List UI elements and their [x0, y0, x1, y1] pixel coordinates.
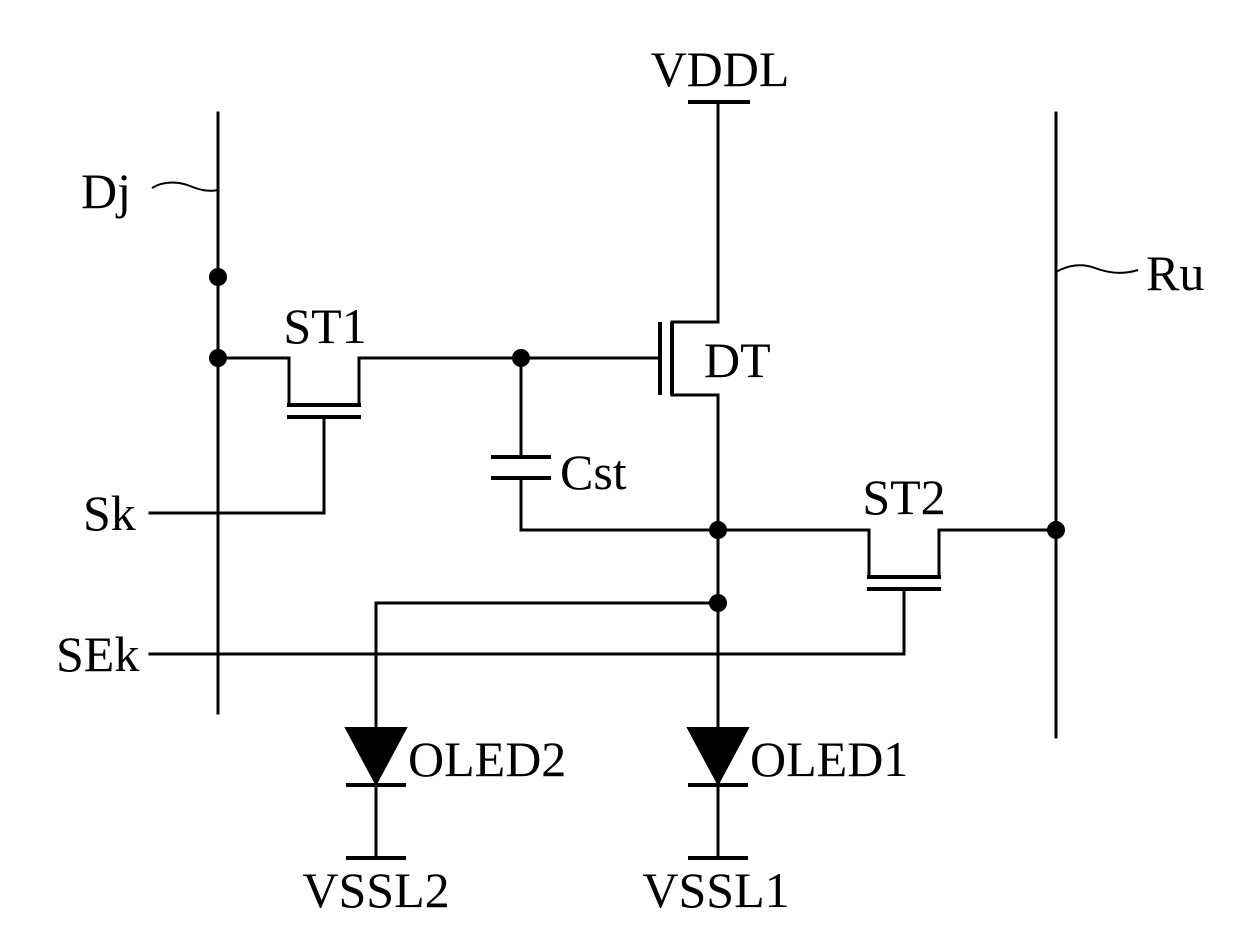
oled2-branch-wire: [376, 603, 718, 728]
label-oled2: OLED2: [408, 731, 566, 787]
label-vssl1: VSSL1: [642, 862, 789, 918]
oled1-diode-symbol: [688, 728, 748, 784]
st2-gate-wire: [150, 589, 904, 654]
label-st1: ST1: [283, 298, 366, 354]
label-cst: Cst: [560, 444, 627, 500]
junction-dot-ru: [1047, 521, 1065, 539]
label-dj: Dj: [81, 163, 131, 219]
label-sek: SEk: [56, 626, 139, 682]
label-oled1: OLED1: [750, 731, 908, 787]
oled2-diode-symbol: [346, 728, 406, 784]
st1-drain-to-gate-node: [359, 358, 521, 405]
junction-dot-dj-top: [209, 268, 227, 286]
label-dt: DT: [704, 332, 771, 388]
dj-leader: [152, 183, 218, 191]
dt-source: [672, 395, 718, 530]
label-ru: Ru: [1146, 245, 1204, 301]
label-vddl: VDDL: [651, 41, 790, 97]
label-st2: ST2: [862, 469, 945, 525]
st1-source-drain: [218, 358, 289, 405]
label-vssl2: VSSL2: [302, 862, 449, 918]
label-sk: Sk: [83, 485, 136, 541]
st1-gate-wire: [150, 417, 324, 513]
ru-leader: [1056, 265, 1138, 273]
st2-source: [718, 530, 869, 577]
dt-drain: [672, 102, 718, 322]
st2-drain: [939, 530, 1056, 577]
